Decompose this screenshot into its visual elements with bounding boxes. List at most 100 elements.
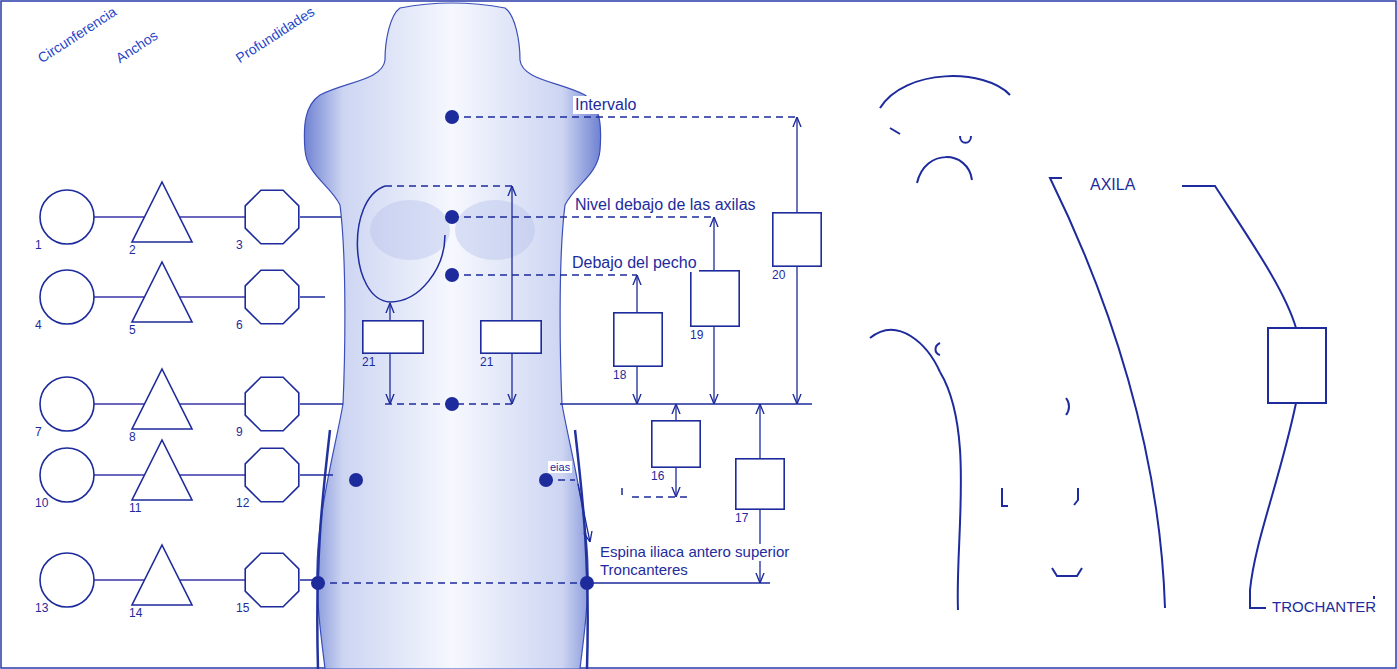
reference-line [452,274,637,276]
measure-box-outline [362,320,424,354]
level-label: Nivel debajo de las axilas [573,196,758,214]
landmark-dot [445,397,459,411]
width-triangle: 8 [131,368,193,430]
side-figure [870,330,940,372]
triangle-shape [132,440,192,500]
dimension-arrow [796,267,797,404]
circumference-circle-outline [39,269,95,325]
side-figure [1268,328,1326,403]
circle-shape [40,190,94,244]
octagon-shape [245,377,299,431]
circumference-circle: 1 [39,189,95,245]
row-connector [180,403,245,404]
reference-line [622,488,690,497]
side-figure [1074,488,1078,505]
side-figure [917,157,972,183]
octagon-shape [245,448,299,502]
octagon-shape [245,270,299,324]
landmark-label: TROCHANTER [1270,599,1378,616]
landmark-dot [311,110,594,590]
depth-octagon-outline [242,187,302,247]
level-label: Debajo del pecho [570,254,699,272]
depth-octagon: 6 [242,267,302,327]
circle-shape [40,553,94,607]
column-heading: Anchos [112,27,163,68]
callout-number: 9 [236,426,243,438]
callout-number: 1 [35,239,42,251]
circle-shape [40,448,94,502]
measure-box: 19 [690,270,740,327]
landmark-dot [311,576,325,590]
reference-line [318,117,797,583]
dimension-arrow [636,367,637,404]
circumference-circle-outline [39,376,95,432]
width-triangle: 14 [131,544,193,606]
torso-figure [304,3,600,669]
callout-number: 12 [236,497,249,509]
width-triangle: 11 [131,439,193,501]
side-figure [890,128,900,134]
callout-number: 3 [236,239,243,251]
side-figure [936,343,941,355]
landmark-dot [580,576,594,590]
dimension-arrow [675,468,676,497]
dimension-arrow [796,117,797,212]
callout-number: 20 [772,269,785,281]
box-shape [481,321,541,353]
landmark-dot [349,473,363,487]
row-connector [180,216,245,217]
depth-octagon: 15 [242,550,302,610]
measure-box-outline [735,458,785,510]
measure-box-outline [651,420,701,468]
box-shape [614,313,662,366]
side-figure [870,76,1374,610]
row-connector [94,579,144,580]
side-figure [940,372,961,610]
dimension-arrow [511,354,512,404]
measure-box: 16 [651,420,701,468]
side-figure [960,136,971,143]
circle-shape [40,270,94,324]
depth-octagon: 12 [242,445,302,505]
dimension-arrow [389,354,390,404]
side-figure [1050,178,1165,608]
column-heading: Profundidades [232,3,319,67]
circumference-circle: 13 [39,552,95,608]
dimension-arrow [389,303,390,320]
box-shape [652,421,700,467]
callout-number: 8 [129,431,136,443]
callout-number: 5 [129,324,136,336]
dimension-arrow [713,217,714,270]
circumference-circle-outline [39,552,95,608]
depth-octagon-outline [242,445,302,505]
callout-number: 14 [129,607,142,619]
callout-number: 6 [236,319,243,331]
depth-octagon: 9 [242,374,302,434]
measure-box-outline [772,212,822,267]
dimension-arrow [390,117,797,583]
octagon-shape [245,553,299,607]
dimension-arrow [636,275,637,312]
octagon-shape [245,190,299,244]
torso-figure [317,430,587,669]
depth-octagon-outline [242,374,302,434]
callout-number: 16 [651,470,664,482]
width-triangle-outline [131,261,193,323]
callout-number: 11 [129,502,141,514]
dimension-arrow [759,404,760,458]
row-connector [94,216,144,217]
triangle-shape [132,369,192,429]
reference-line [587,582,770,584]
width-triangle-outline [131,544,193,606]
depth-octagon: 3 [242,187,302,247]
depth-octagon-outline [242,267,302,327]
triangle-shape [132,262,192,322]
measure-box: 21 [480,320,542,354]
circumference-circle: 7 [39,376,95,432]
callout-number: 2 [129,244,136,256]
landmark-dot [445,110,459,124]
landmark-dot [539,473,553,487]
row-connector [94,474,144,475]
landmark-label: AXILA [1088,176,1137,194]
measure-box: 17 [735,458,785,510]
